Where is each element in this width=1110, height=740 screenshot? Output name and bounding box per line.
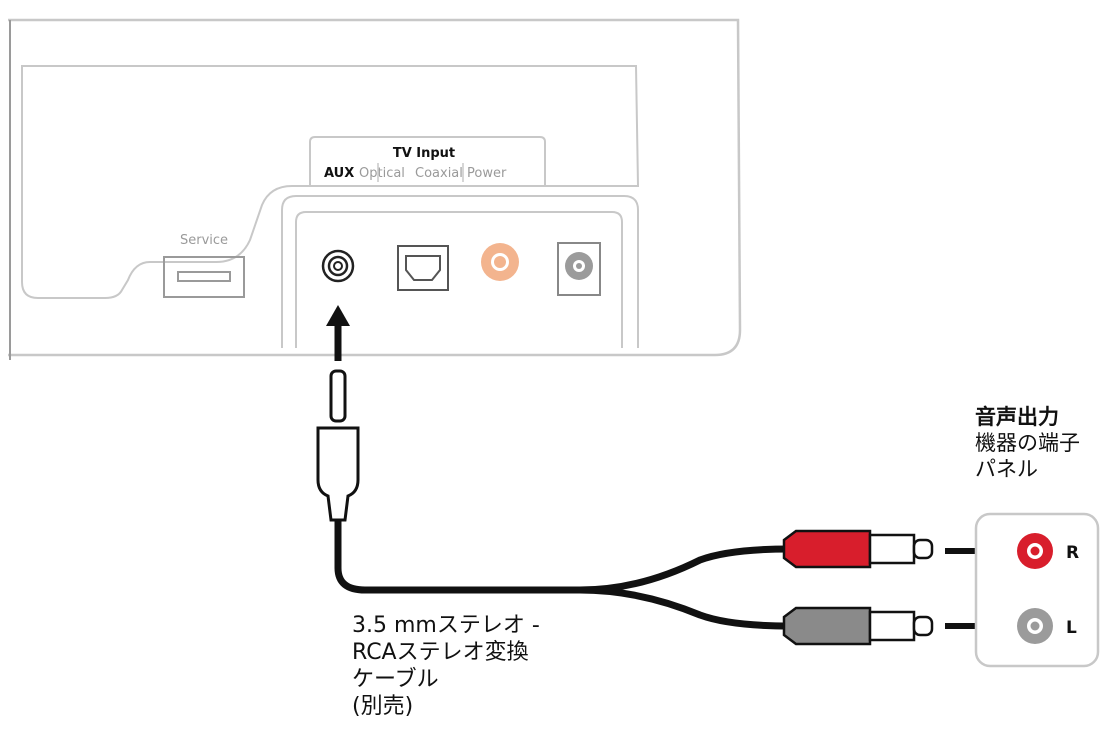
cable [334, 520, 791, 630]
device-title: 音声出力 [975, 405, 1059, 429]
port-label-power: Power [467, 166, 507, 181]
gray-jack-icon [1017, 608, 1053, 644]
tv-input-title: TV Input [393, 146, 455, 161]
aux-plug [316, 369, 360, 522]
tv-input-label-box: TV Input AUX Optical Coaxial Power [309, 136, 546, 186]
service-label: Service [180, 233, 228, 248]
power-port [557, 242, 601, 296]
arrow-up-icon [326, 305, 350, 361]
device-terminal-panel: R L [974, 512, 1100, 668]
rca-plug-gray [782, 606, 934, 646]
cable-label-line3: ケーブル [352, 667, 439, 692]
red-jack-icon [1017, 533, 1053, 569]
usb-port-outer [163, 256, 245, 298]
device-subtitle-line1: 機器の端子 [975, 431, 1080, 455]
rca-plug-red [782, 529, 934, 569]
connector-panel [281, 195, 639, 348]
usb-port-slot [177, 271, 231, 282]
cable-label-line2: RCAステレオ変換 [352, 640, 529, 665]
device-subtitle-line2: パネル [975, 457, 1038, 481]
soundbar-rear [8, 18, 742, 360]
port-label-optical: Optical [359, 166, 405, 181]
cable-label: 3.5 mmステレオ - RCAステレオ変換 ケーブル (別売) [352, 612, 612, 720]
aux-jack [321, 249, 355, 283]
cable-label-line4: (別売) [352, 694, 414, 719]
coaxial-port [481, 243, 519, 281]
inner-recess [21, 65, 640, 299]
port-label-coaxial: Coaxial [415, 166, 463, 181]
device-label: 音声出力 機器の端子 パネル [975, 404, 1110, 482]
optical-port [397, 245, 449, 291]
service-port: Service [163, 233, 245, 298]
cable-label-line1: 3.5 mmステレオ - [352, 613, 540, 638]
soundbar-outline [8, 18, 742, 357]
jack-label-right: R [1066, 543, 1079, 563]
jack-label-left: L [1066, 618, 1077, 638]
port-label-aux: AUX [324, 166, 354, 181]
